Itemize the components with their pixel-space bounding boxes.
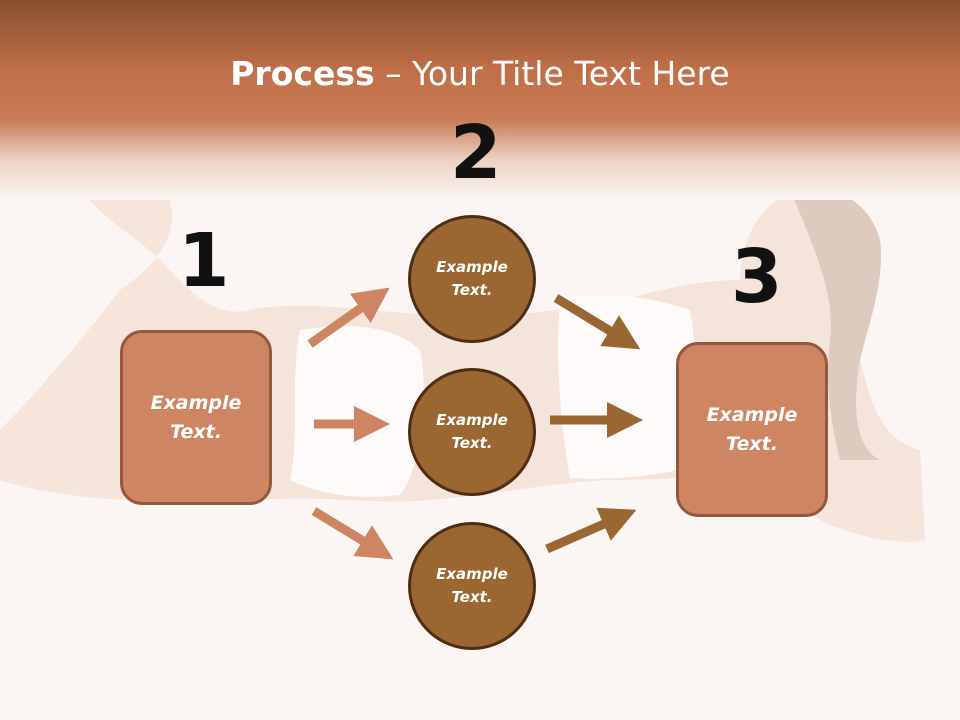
- step-number-1: 1: [178, 218, 230, 304]
- bottom-circle: Example Text.: [408, 522, 536, 650]
- title-rest: – Your Title Text Here: [374, 54, 730, 93]
- right-box-text: Example Text.: [706, 403, 798, 455]
- arrow-left-to-bottom: [311, 507, 394, 560]
- arrow-left-to-top: [307, 287, 390, 348]
- step-number-2: 2: [450, 110, 502, 196]
- middle-circle-text: Example Text.: [436, 411, 508, 452]
- step-number-3: 3: [731, 234, 783, 320]
- left-box: Example Text.: [120, 330, 272, 505]
- arrow-top-to-right: [553, 294, 641, 350]
- right-box: Example Text.: [676, 342, 828, 517]
- left-box-text: Example Text.: [150, 391, 242, 443]
- arrow-bottom-to-right: [545, 507, 637, 554]
- slide-title: Process – Your Title Text Here: [0, 54, 960, 93]
- top-circle: Example Text.: [408, 215, 536, 343]
- top-circle-text: Example Text.: [436, 258, 508, 299]
- title-bold: Process: [230, 54, 375, 93]
- middle-circle: Example Text.: [408, 368, 536, 496]
- bottom-circle-text: Example Text.: [436, 565, 508, 606]
